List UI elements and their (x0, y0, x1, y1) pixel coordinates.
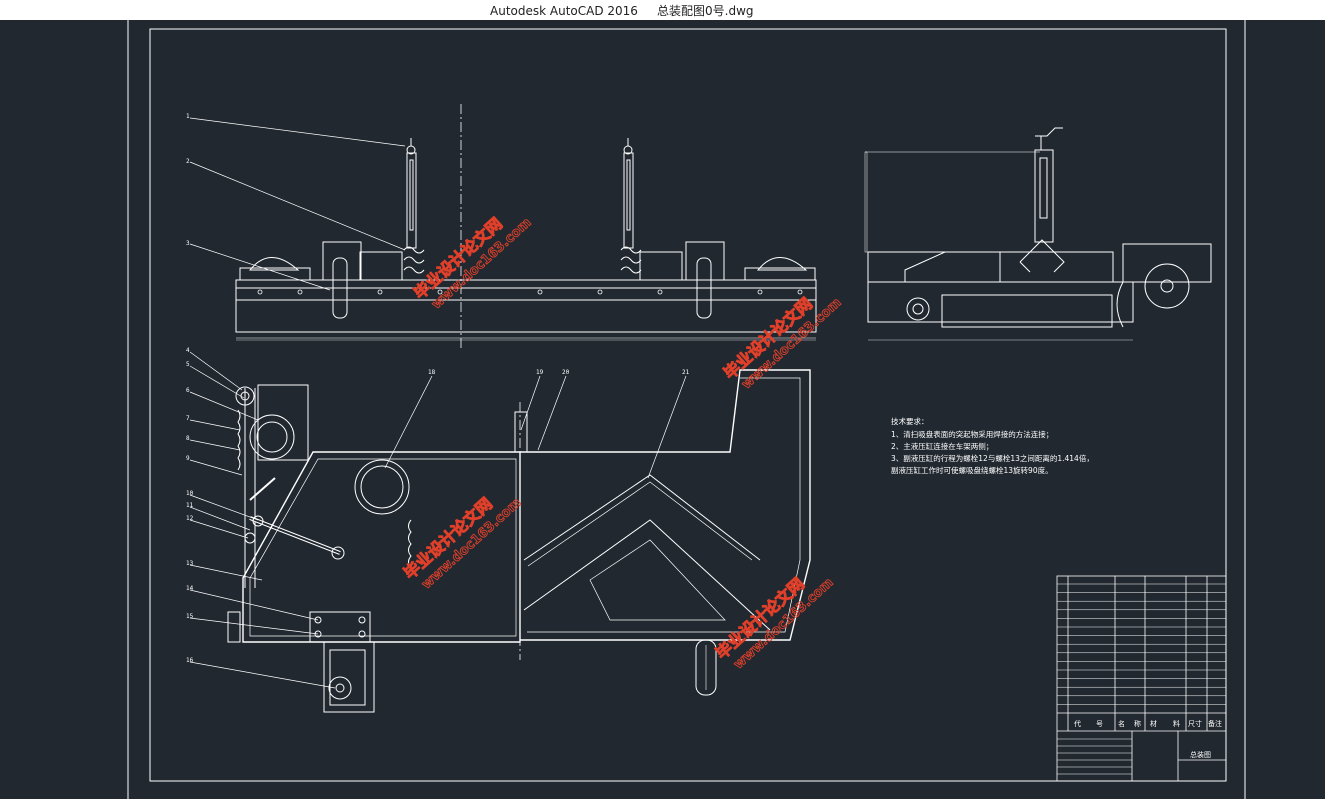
tb-header: 材 (1150, 719, 1157, 728)
front-view (189, 104, 817, 350)
cad-canvas[interactable]: 1 2 3 4 5 6 7 8 9 10 11 12 13 14 15 16 1… (0, 20, 1325, 799)
tech-req-item: 2、主液压缸连接在车架两侧； (891, 441, 993, 451)
part-label: 10 (186, 490, 194, 497)
part-label: 18 (428, 369, 436, 376)
watermark-stamp: 毕业设计论文网 www.doc163.com (410, 213, 535, 312)
tech-req-heading: 技术要求： (891, 416, 929, 426)
window-title: Autodesk AutoCAD 2016 总装配图0号.dwg (490, 4, 754, 18)
part-label: 13 (186, 560, 194, 567)
drawing-frame (149, 28, 1227, 782)
part-label: 8 (186, 435, 190, 442)
drawing-name: 总装图 (1190, 750, 1211, 759)
tech-requirements: 技术要求： 1、清扫吸盘表面的突起物采用焊接的方法连接； 2、主液压缸连接在车架… (891, 416, 1094, 475)
watermarks: 毕业设计论文网 www.doc163.com 毕业设计论文网 www.doc16… (400, 213, 845, 672)
title-block-text: 代 号 名 称 材 料 尺寸 备注 总装图 (1074, 719, 1222, 759)
watermark-stamp: 毕业设计论文网 www.doc163.com (712, 573, 837, 672)
main-view (189, 351, 811, 713)
tb-header: 备注 (1208, 719, 1222, 728)
part-label: 11 (186, 502, 194, 509)
part-label: 20 (562, 369, 570, 376)
side-view (864, 127, 1212, 341)
part-label: 7 (186, 415, 190, 422)
part-labels: 1 2 3 4 5 6 7 8 9 10 11 12 13 14 15 16 1… (186, 113, 690, 664)
part-label: 3 (186, 240, 190, 247)
title-block-rows (1057, 583, 1226, 775)
part-label: 21 (682, 369, 690, 376)
part-label: 15 (186, 613, 194, 620)
part-label: 9 (186, 455, 190, 462)
watermark-stamp: 毕业设计论文网 www.doc163.com (400, 493, 525, 592)
part-label: 5 (186, 361, 190, 368)
part-label: 2 (186, 158, 190, 165)
tb-header: 称 (1134, 719, 1141, 728)
tech-req-item: 3、副液压缸的行程为螺栓12与螺栓13之间距离的1.414倍， (891, 453, 1094, 463)
window-titlebar: Autodesk AutoCAD 2016 总装配图0号.dwg (0, 0, 1325, 20)
tb-header: 尺寸 (1188, 719, 1202, 728)
tb-header: 名 (1118, 719, 1125, 728)
tb-header: 代 (1074, 719, 1081, 728)
tech-req-item: 副液压缸工作时可使螺吸盘绕螺栓13旋转90度。 (891, 465, 1053, 475)
part-label: 1 (186, 113, 190, 120)
tech-req-item: 1、清扫吸盘表面的突起物采用焊接的方法连接； (891, 429, 1053, 439)
part-label: 14 (186, 585, 194, 592)
part-label: 12 (186, 515, 194, 522)
tb-header: 料 (1173, 719, 1180, 728)
part-label: 19 (536, 369, 544, 376)
part-label: 6 (186, 387, 190, 394)
part-label: 4 (186, 347, 190, 354)
part-label: 16 (186, 657, 194, 664)
tb-header: 号 (1096, 720, 1103, 728)
